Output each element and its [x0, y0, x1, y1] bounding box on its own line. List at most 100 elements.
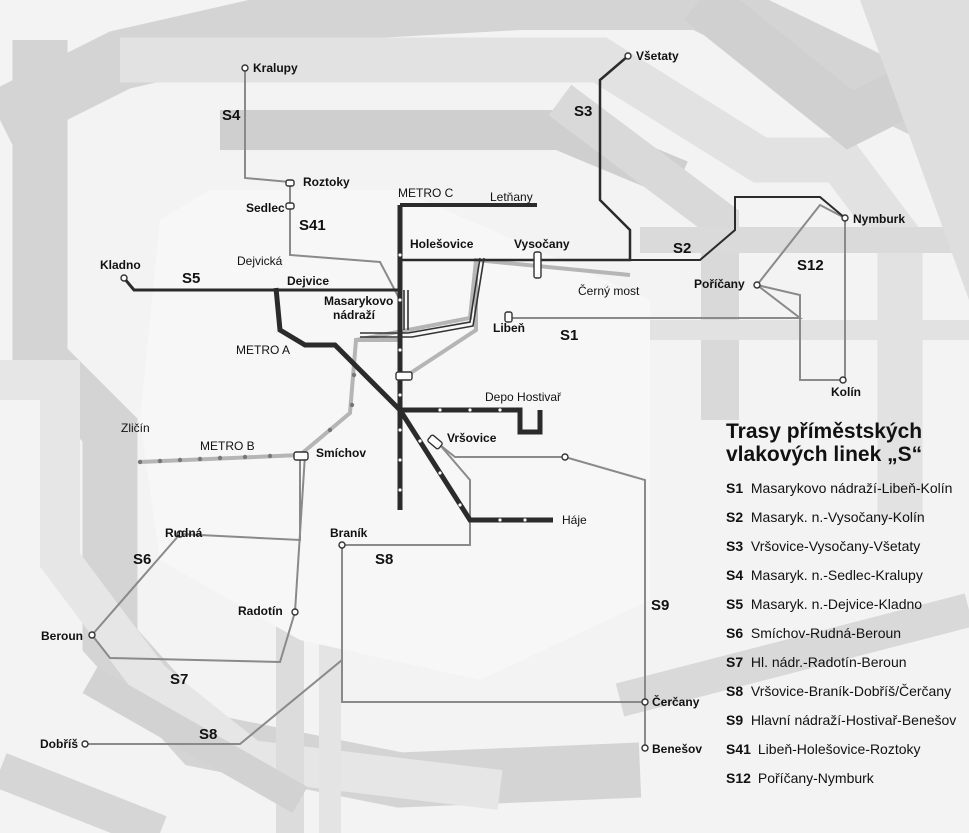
station-label-depo-hostivar: Depo Hostivař	[485, 390, 562, 404]
station-label-vrsovice: Vršovice	[447, 431, 497, 445]
legend-row-s9: S9 Hlavní nádraží-Hostivař-Benešov	[726, 712, 969, 741]
station-dot	[641, 698, 649, 706]
station-label-branik: Braník	[330, 526, 368, 540]
station-dot	[285, 179, 295, 187]
legend-row-s8: S8 Vršovice-Braník-Dobříš/Čerčany	[726, 683, 969, 712]
station-label-vysocany: Vysočany	[514, 237, 570, 251]
legend-row-s4: S4 Masaryk. n.-Sedlec-Kralupy	[726, 567, 969, 596]
metro-stops	[398, 253, 527, 522]
metro-b-stops	[137, 372, 357, 465]
station-label-masarykovo-nadrazi: nádraží	[333, 308, 376, 322]
station-dot	[624, 52, 632, 60]
legend-row-s41: S41 Libeň-Holešovice-Roztoky	[726, 741, 969, 770]
station-label-cercany: Čerčany	[652, 694, 700, 709]
legend-row-s7: S7 Hl. nádr.-Radotín-Beroun	[726, 654, 969, 683]
legend-route: Hlavní nádraží-Hostivař-Benešov	[750, 712, 957, 728]
station-label-dejvice: Dejvice	[287, 274, 329, 288]
station-markers	[81, 52, 849, 752]
legend-code: S3	[726, 538, 744, 554]
station-dot	[285, 202, 295, 210]
station-label-radotin: Radotín	[238, 604, 283, 618]
legend-route: Libeň-Holešovice-Roztoky	[757, 741, 921, 757]
station-label-vsetaty: Všetaty	[636, 49, 679, 63]
metro-a-label: METRO A	[236, 343, 290, 357]
legend-code: S2	[726, 509, 744, 525]
station-dot	[841, 214, 849, 222]
line-label-s6: S6	[133, 551, 151, 568]
line-label-s9: S9	[651, 597, 669, 614]
legend-title-line1: Trasy příměstských	[726, 420, 923, 443]
station-label-rudna: Rudná	[165, 526, 203, 540]
line-label-s3: S3	[574, 103, 592, 120]
station-label-beroun: Beroun	[41, 629, 83, 643]
legend-route: Smíchov-Rudná-Beroun	[750, 625, 902, 641]
legend-route: Masarykovo nádraží-Libeň-Kolín	[750, 480, 953, 496]
station-dot	[291, 608, 299, 616]
legend-route: Masaryk. n.-Dejvice-Kladno	[750, 596, 923, 612]
station-dot	[81, 740, 89, 748]
station-label-nymburk: Nymburk	[853, 212, 905, 226]
legend-code: S12	[726, 770, 751, 786]
station-label-kralupy: Kralupy	[253, 61, 298, 75]
station-dot	[293, 451, 309, 461]
legend-route: Poříčany-Nymburk	[757, 770, 874, 786]
station-dot	[88, 631, 96, 639]
line-label-s12: S12	[797, 257, 824, 274]
route-legend: Trasy příměstských vlakových linek „S“ S…	[726, 420, 969, 799]
station-label-holesovice: Holešovice	[410, 237, 474, 251]
legend-route: Vršovice-Vysočany-Všetaty	[750, 538, 921, 554]
station-dot	[533, 251, 542, 279]
station-dot	[176, 530, 184, 538]
line-label-s8-south: S8	[199, 726, 217, 743]
station-dot	[338, 541, 346, 549]
legend-row-s2: S2 Masaryk. n.-Vysočany-Kolín	[726, 509, 969, 538]
station-label-kladno: Kladno	[100, 258, 141, 272]
legend-code: S5	[726, 596, 744, 612]
station-label-kolin: Kolín	[831, 385, 861, 399]
legend-code: S4	[726, 567, 744, 583]
corridor-double-lines	[360, 257, 485, 338]
station-label-roztoky: Roztoky	[303, 175, 350, 189]
legend-route: Hl. nádr.-Radotín-Beroun	[750, 654, 907, 670]
legend-code: S7	[726, 654, 744, 670]
station-dot	[241, 64, 249, 72]
station-dot	[561, 453, 569, 461]
line-label-s5: S5	[182, 270, 200, 287]
line-label-s7: S7	[170, 671, 188, 688]
station-label-cerny-most: Černý most	[578, 283, 640, 298]
legend-row-s12: S12 Poříčany-Nymburk	[726, 770, 969, 799]
station-dot	[504, 311, 513, 323]
legend-row-s1: S1 Masarykovo nádraží-Libeň-Kolín	[726, 480, 969, 509]
legend-route: Vršovice-Braník-Dobříš/Čerčany	[750, 683, 952, 699]
station-dot	[395, 371, 413, 381]
legend-row-s5: S5 Masaryk. n.-Dejvice-Kladno	[726, 596, 969, 625]
station-label-poricany: Poříčany	[694, 277, 745, 291]
legend-code: S9	[726, 712, 744, 728]
station-label-dobris: Dobříš	[40, 737, 78, 751]
legend-route: Masaryk. n.-Vysočany-Kolín	[750, 509, 925, 525]
legend-code: S8	[726, 683, 744, 699]
station-label-zlicin: Zličín	[121, 421, 150, 435]
station-label-smichov: Smíchov	[316, 446, 366, 460]
legend-title-line2: vlakových linek „S“	[726, 443, 923, 466]
station-label-benesov: Benešov	[652, 742, 702, 756]
legend-title: Trasy příměstských vlakových linek „S“	[726, 420, 969, 466]
station-label-masarykovo: Masarykovo	[324, 294, 393, 308]
station-dot	[120, 274, 128, 282]
metro-c-label: METRO C	[398, 186, 454, 200]
station-dot	[753, 281, 761, 289]
legend-code: S6	[726, 625, 744, 641]
legend-row-s3: S3 Vršovice-Vysočany-Všetaty	[726, 538, 969, 567]
station-dot	[641, 744, 649, 752]
line-label-s4: S4	[222, 107, 241, 124]
line-label-s2: S2	[673, 240, 691, 257]
station-label-dejvicka: Dejvická	[237, 254, 283, 268]
line-label-s8-central: S8	[375, 551, 393, 568]
station-dot	[839, 376, 847, 384]
line-label-s41: S41	[299, 217, 326, 234]
legend-row-s6: S6 Smíchov-Rudná-Beroun	[726, 625, 969, 654]
station-label-haje: Háje	[562, 513, 587, 527]
station-dot	[427, 434, 443, 450]
